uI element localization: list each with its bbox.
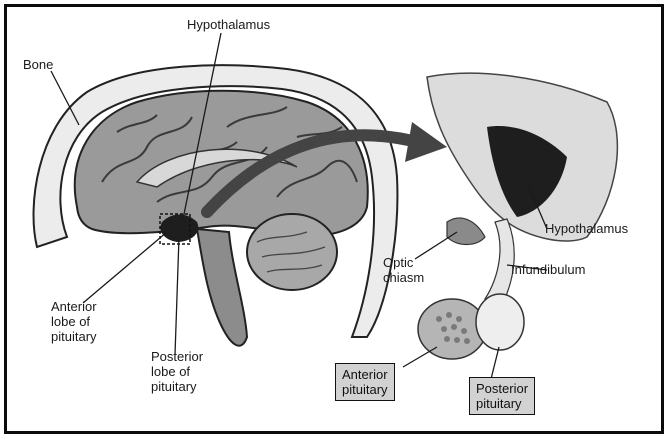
optic-chiasm-label: Optic chiasm — [383, 255, 424, 285]
cerebellum — [247, 214, 337, 290]
anterior-lobe-label: Anterior lobe of pituitary — [51, 299, 97, 344]
optic-chiasm-shape — [447, 218, 485, 245]
bone-label: Bone — [23, 57, 53, 72]
diagram-frame: Hypothalamus Bone Anterior lobe of pitui… — [4, 4, 664, 434]
hypothalamus-label-right: Hypothalamus — [545, 221, 628, 236]
posterior-pituitary-gland — [476, 294, 524, 350]
infundibulum-stalk — [485, 219, 514, 303]
illustration — [7, 7, 661, 431]
posterior-pituitary-box: Posterior pituitary — [469, 377, 535, 415]
brainstem — [197, 229, 247, 346]
posterior-lobe-label: Posterior lobe of pituitary — [151, 349, 203, 394]
hypothalamus-label-top: Hypothalamus — [187, 17, 270, 32]
infundibulum-label: Infundibulum — [511, 262, 585, 277]
cerebrum — [75, 91, 368, 236]
anterior-pituitary-box: Anterior pituitary — [335, 363, 395, 401]
